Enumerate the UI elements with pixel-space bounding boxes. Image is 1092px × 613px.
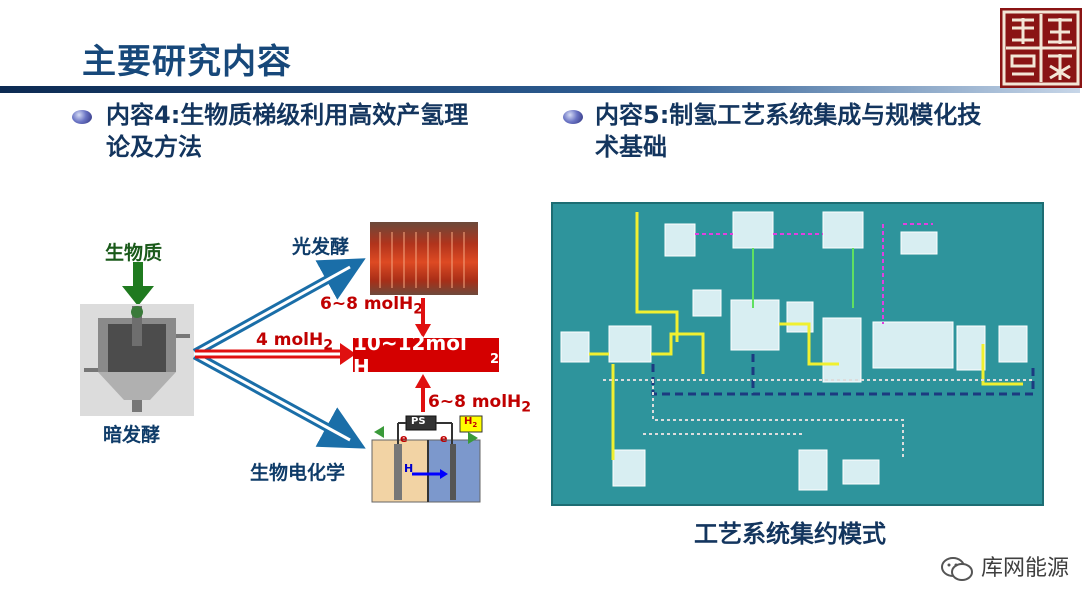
process-flow-diagram-icon	[560, 211, 1035, 491]
dark-yield-label: 4 molH2	[256, 330, 334, 354]
schematic-caption: 工艺系统集约模式	[694, 520, 886, 548]
dark-fermentation-label: 暗发酵	[103, 424, 161, 446]
photo-yield-label: 6~8 molH2	[320, 294, 424, 318]
logo-seal-icon	[1002, 10, 1080, 86]
title-underline	[0, 86, 1080, 93]
ps-label: PS	[411, 416, 426, 427]
biomass-arrow-icon	[122, 262, 154, 306]
electron-left-label: e	[400, 432, 408, 445]
photo-to-result-arrow-icon	[415, 298, 431, 338]
electro-to-result-arrow-icon	[415, 374, 431, 412]
bullet-icon	[72, 110, 92, 124]
bullet-5-line1: 内容5:制氢工艺系统集成与规模化技	[595, 101, 982, 129]
electrochemical-cell-icon	[371, 415, 483, 503]
bullet-4-line1: 内容4:生物质梯级利用高效产氢理	[106, 101, 469, 129]
proton-label: H	[404, 462, 414, 475]
bullet-5-line2: 术基础	[595, 133, 667, 161]
wechat-icon	[941, 557, 973, 581]
process-system-schematic	[551, 202, 1044, 506]
bioelectrochemistry-label: 生物电化学	[250, 462, 346, 484]
dark-fermentation-reactor	[80, 304, 194, 416]
electron-right-label: e	[440, 432, 448, 445]
pathway-arrows-icon	[192, 258, 366, 449]
page-title: 主要研究内容	[82, 42, 292, 82]
photo-bioreactor-image	[370, 222, 478, 295]
bullet-icon	[563, 110, 583, 124]
wechat-watermark: 库网能源	[940, 550, 1069, 582]
reactor-icon	[84, 306, 190, 412]
watermark-text: 库网能源	[981, 556, 1070, 581]
biomass-label: 生物质	[105, 242, 163, 264]
electro-yield-label: 6~8 molH2	[428, 392, 532, 416]
photo-reactor-tubes-icon	[379, 232, 465, 288]
h2-label: H2	[464, 416, 478, 429]
photo-fermentation-label: 光发酵	[292, 236, 350, 258]
university-logo	[1000, 8, 1082, 88]
bullet-4-line2: 论及方法	[106, 133, 202, 161]
